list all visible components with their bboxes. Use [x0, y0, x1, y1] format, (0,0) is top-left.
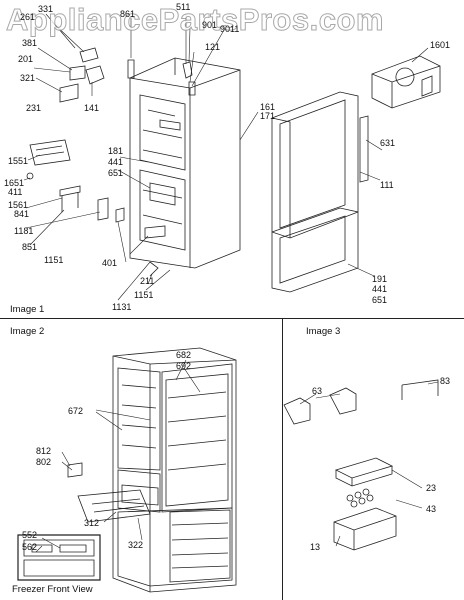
accessory-parts-view — [283, 379, 439, 551]
callout-label: 261 — [20, 12, 36, 22]
callout-label: 861 — [120, 9, 136, 19]
callout-label: 9011 — [220, 24, 240, 34]
callout-label: 141 — [84, 103, 100, 113]
callout-label: 411 — [8, 187, 23, 197]
callout-label: 802 — [36, 457, 52, 467]
callout-label: 43 — [426, 504, 437, 514]
callout-label: 562 — [22, 542, 38, 552]
freezer-front-view-caption: Freezer Front View — [12, 584, 93, 595]
callout-label: 161 — [260, 102, 276, 112]
callout-label: 511 — [176, 2, 191, 12]
callout-label: 1651 — [4, 178, 25, 188]
callout-label: 211 — [140, 276, 155, 286]
callout-label: 441 — [372, 284, 388, 294]
callout-label: 23 — [426, 483, 437, 493]
callout-label: 63 — [312, 386, 323, 396]
leader-lines-image3 — [299, 381, 439, 547]
callout-label: 231 — [26, 103, 42, 113]
callout-label: 331 — [38, 4, 54, 14]
callout-label: 191 — [372, 274, 388, 284]
callout-label: 1561 — [8, 200, 29, 210]
callout-label: 1181 — [14, 226, 34, 236]
callout-label: 1601 — [430, 40, 451, 50]
callout-label: 631 — [380, 138, 396, 148]
callout-label: 682 — [176, 350, 192, 360]
image2-title: Image 2 — [10, 326, 45, 337]
callout-label: 841 — [14, 209, 30, 219]
callout-label: 13 — [310, 542, 321, 552]
callout-label: 111 — [380, 180, 394, 190]
image3-title: Image 3 — [306, 326, 341, 337]
callout-label: 1151 — [134, 290, 154, 300]
callout-label: 312 — [84, 518, 100, 528]
callout-label: 441 — [108, 157, 124, 167]
panel-divider-vertical — [282, 318, 283, 600]
callout-label: 552 — [22, 530, 38, 540]
refrigerator-open-view — [17, 347, 237, 593]
image1-title: Image 1 — [10, 304, 45, 315]
callout-label: 381 — [22, 38, 38, 48]
callout-label: 812 — [36, 446, 52, 456]
callout-label: 672 — [68, 406, 84, 416]
callout-label: 651 — [108, 168, 124, 178]
callout-label: 1551 — [8, 156, 29, 166]
watermark-logo: AppliancePartsPros.com — [6, 2, 384, 38]
callout-label: 321 — [20, 73, 36, 83]
panel-divider-horizontal — [0, 318, 464, 319]
callout-label: 401 — [102, 258, 118, 268]
cabinet-exploded-view — [26, 47, 441, 293]
leader-lines-image1 — [23, 13, 429, 301]
callout-label: 322 — [128, 540, 144, 550]
callout-label: 851 — [22, 242, 38, 252]
callout-label: 901 — [202, 20, 218, 30]
callout-label: 201 — [18, 54, 34, 64]
callout-label: 1151 — [44, 255, 64, 265]
callout-label: 651 — [372, 295, 388, 305]
callout-label: 692 — [176, 361, 192, 371]
callout-label: 1131 — [112, 302, 132, 312]
callout-label: 171 — [260, 111, 276, 121]
callout-label: 181 — [108, 146, 124, 156]
callout-label: 83 — [440, 376, 451, 386]
leader-lines-image2 — [35, 359, 201, 553]
callout-label: 121 — [205, 42, 221, 52]
